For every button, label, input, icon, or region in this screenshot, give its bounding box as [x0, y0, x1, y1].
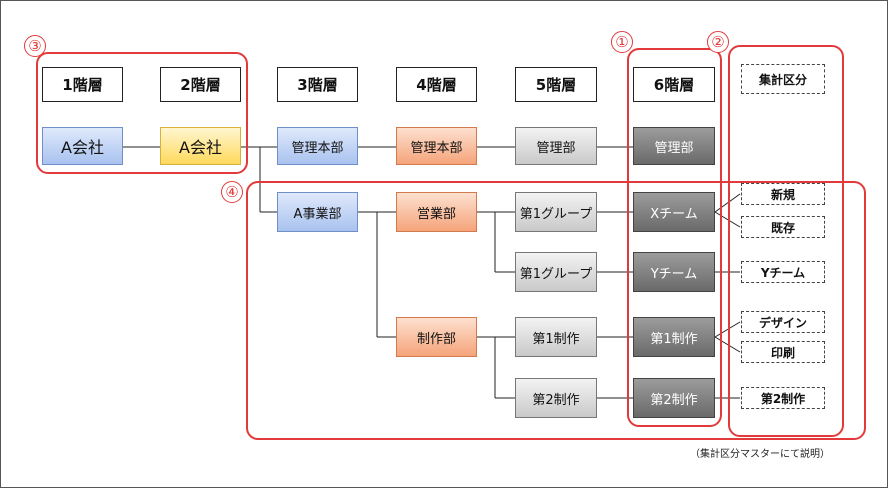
node-team-y-level6: Yチーム: [633, 252, 715, 292]
node-sales-level4: 営業部: [396, 192, 477, 232]
aggregation-header: 集計区分: [741, 64, 825, 94]
group-1-sixth-level: [627, 48, 722, 427]
node-company-level1: A会社: [42, 127, 123, 165]
level-header-4: 4階層: [396, 67, 477, 102]
node-production-1-level6: 第1制作: [633, 317, 715, 357]
level-header-3: 3階層: [277, 67, 358, 102]
node-group-b-level5: 第1グループ: [515, 252, 597, 292]
node-company-level2: A会社: [160, 127, 241, 165]
node-admin-dept-level5: 管理部: [515, 127, 597, 165]
aggregation-printing: 印刷: [741, 341, 825, 363]
node-production-2-level6: 第2制作: [633, 378, 715, 418]
node-admin-hq-level3: 管理本部: [277, 127, 358, 165]
aggregation-new: 新規: [741, 183, 825, 205]
callout-2: ②: [707, 31, 729, 53]
group-2-aggregation: [728, 45, 844, 437]
group-3-top-levels: [36, 52, 248, 174]
node-production-1-level5: 第1制作: [515, 317, 597, 357]
aggregation-team-y: Yチーム: [741, 261, 825, 283]
node-group-a-level5: 第1グループ: [515, 192, 597, 232]
group-4-branch: [246, 181, 866, 440]
callout-4: ④: [221, 181, 243, 203]
node-team-x-level6: Xチーム: [633, 192, 715, 232]
aggregation-existing: 既存: [741, 216, 825, 238]
node-production-level4: 制作部: [396, 317, 477, 357]
callout-1: ①: [611, 31, 633, 53]
level-header-1: 1階層: [42, 67, 123, 102]
callout-3: ③: [24, 35, 46, 57]
node-admin-dept-level6: 管理部: [633, 127, 715, 165]
level-header-5: 5階層: [515, 67, 597, 102]
level-header-6: 6階層: [633, 67, 715, 102]
node-division-level3: A事業部: [277, 192, 358, 232]
aggregation-design: デザイン: [741, 311, 825, 333]
footnote: （集計区分マスターにて説明）: [690, 449, 830, 460]
level-header-2: 2階層: [160, 67, 241, 102]
node-production-2-level5: 第2制作: [515, 378, 597, 418]
node-admin-hq-level4: 管理本部: [396, 127, 477, 165]
aggregation-production-2: 第2制作: [741, 387, 825, 409]
